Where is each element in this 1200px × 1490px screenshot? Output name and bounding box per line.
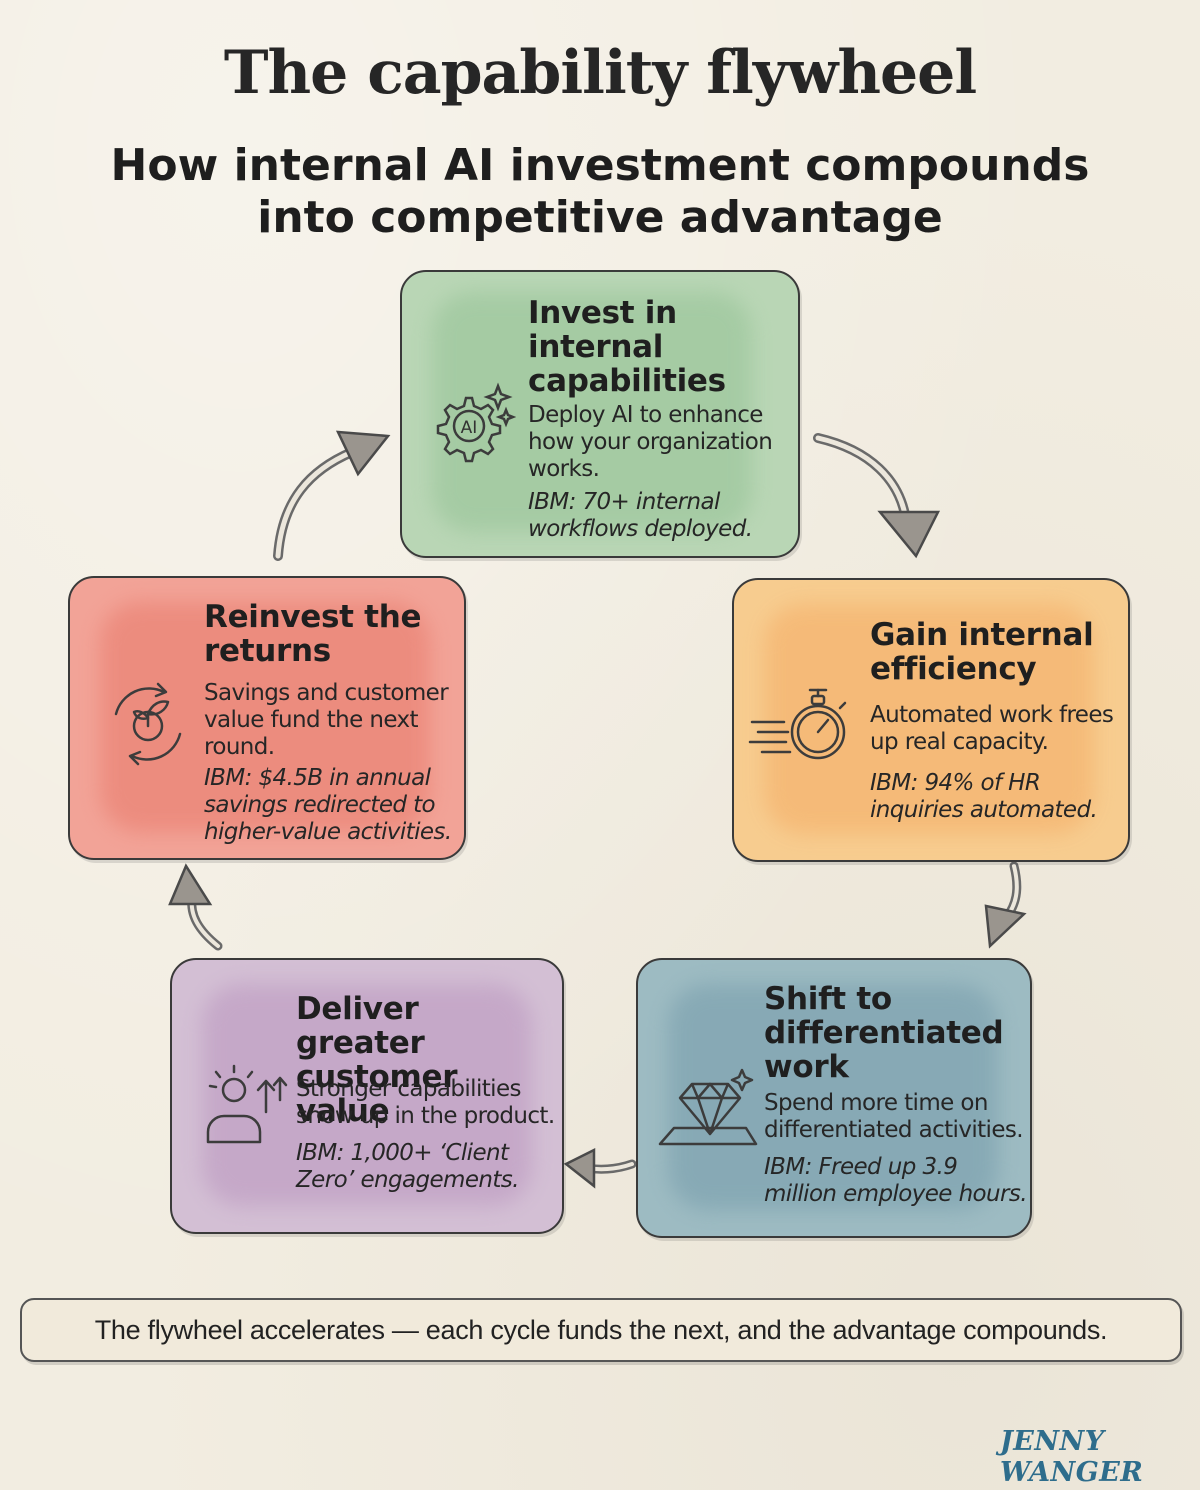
- step-deliver-heading: Deliver greater customer value: [296, 991, 458, 1129]
- step-reinvest-description: Savings and customer value fund the next…: [204, 680, 449, 760]
- arrow-shift-to-deliver: [563, 1147, 637, 1189]
- step-efficiency-description: Automated work frees up real capacity.: [870, 702, 1114, 755]
- step-deliver-description: Stronger capabilities show up in the pro…: [296, 1076, 555, 1129]
- person-growth-icon: [194, 1060, 294, 1165]
- page-subtitle: How internal AI investment compounds int…: [110, 140, 1090, 243]
- ai-gear-icon: AI: [416, 376, 517, 481]
- step-efficiency-stat: IBM: 94% of HR inquiries automated.: [870, 770, 1098, 823]
- step-efficiency-card: Gain internal efficiency Automated work …: [732, 578, 1130, 862]
- step-shift-description: Spend more time on differentiated activi…: [764, 1090, 1024, 1143]
- step-shift-stat: IBM: Freed up 3.9 million employee hours…: [764, 1154, 1028, 1207]
- step-reinvest-card: Reinvest the returns Savings and custome…: [68, 576, 466, 860]
- step-invest-card: AI Invest in internal capabilities Deplo…: [400, 270, 800, 558]
- footer-text: The flywheel accelerates — each cycle fu…: [94, 1314, 1108, 1345]
- arrow-reinvest-to-invest: [273, 430, 391, 561]
- step-invest-heading: Invest in internal capabilities: [528, 295, 726, 399]
- recycle-seedling-icon: [98, 674, 198, 779]
- step-invest-description: Deploy AI to enhance how your organizati…: [528, 402, 773, 482]
- diamond-icon: [650, 1060, 760, 1155]
- page-title: The capability flywheel: [223, 38, 977, 108]
- step-efficiency-heading: Gain internal efficiency: [870, 617, 1094, 687]
- ai-label: AI: [461, 418, 478, 438]
- stopwatch-icon: [748, 676, 858, 781]
- footer-banner: The flywheel accelerates — each cycle fu…: [20, 1298, 1182, 1362]
- step-reinvest-stat: IBM: $4.5B in annual savings redirected …: [204, 765, 452, 845]
- arrow-invest-to-efficiency: [813, 433, 941, 559]
- arrow-efficiency-to-shift: [984, 861, 1027, 949]
- step-deliver-stat: IBM: 1,000+ ‘Client Zero’ engagements.: [296, 1140, 519, 1193]
- step-shift-card: Shift to differentiated work Spend more …: [636, 958, 1032, 1238]
- step-invest-stat: IBM: 70+ internal workflows deployed.: [528, 489, 753, 542]
- step-shift-heading: Shift to differentiated work: [764, 981, 1004, 1085]
- step-reinvest-heading: Reinvest the returns: [204, 599, 422, 669]
- step-deliver-card: Deliver greater customer value Stronger …: [170, 958, 564, 1234]
- arrow-deliver-to-reinvest: [168, 863, 223, 951]
- signature-logo: JENNY WANGER: [1000, 1426, 1144, 1488]
